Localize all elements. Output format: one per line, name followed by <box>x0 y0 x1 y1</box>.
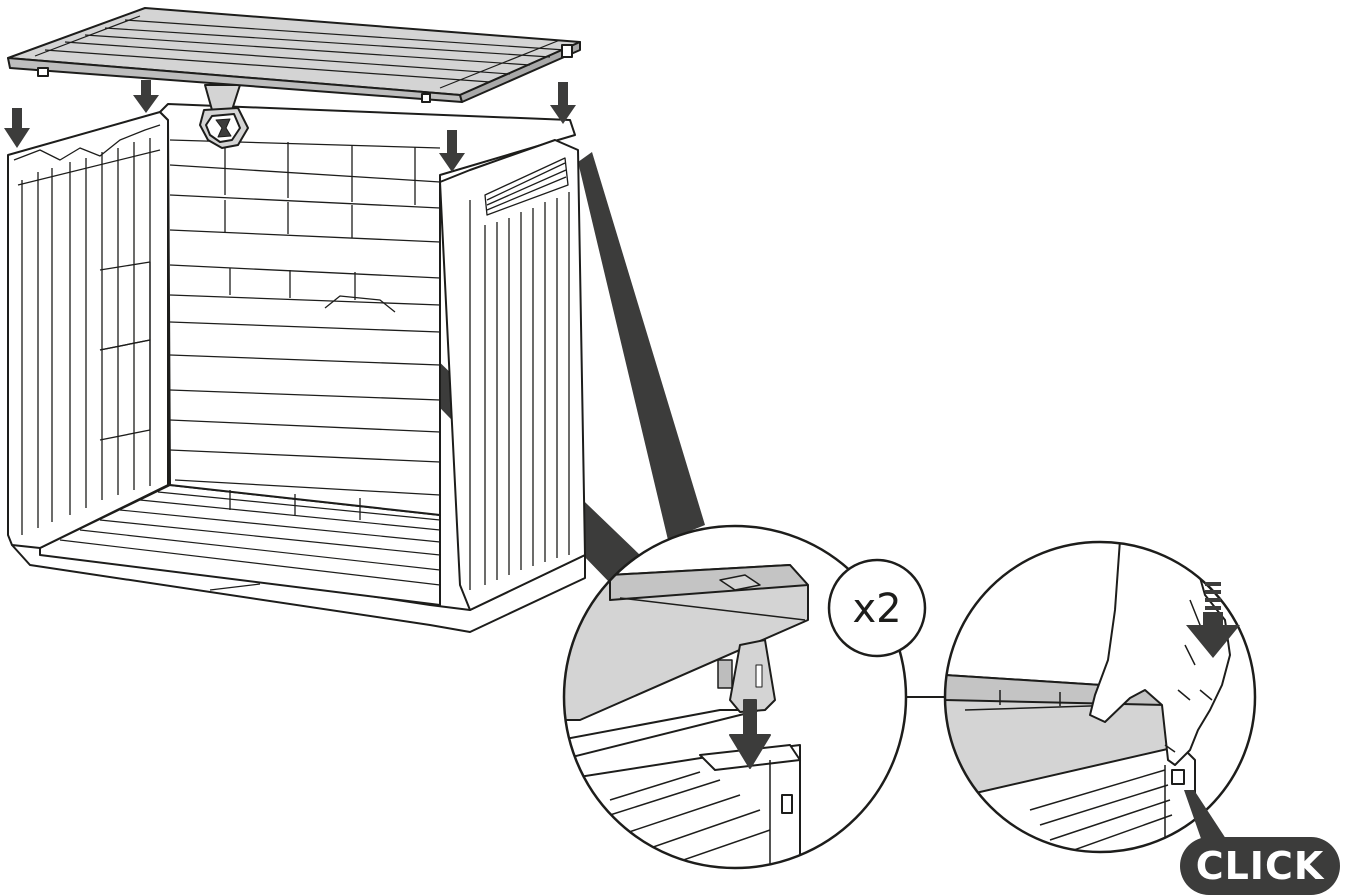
right-wall-vent <box>484 157 569 216</box>
shed-back-wall <box>159 103 576 516</box>
lid-clip-left <box>37 67 49 77</box>
click-callout-pointer <box>1184 790 1230 850</box>
zoom1-lid-top-face <box>609 564 809 601</box>
zoom2-vent-lines <box>1029 765 1173 852</box>
click-callout-bubble <box>1180 837 1340 895</box>
lid-clip-front <box>421 93 431 103</box>
back-wall-slats <box>169 139 441 520</box>
arrow-down-icon <box>4 108 30 148</box>
storage-shed <box>7 103 586 633</box>
zoom1-latch-window <box>781 794 793 814</box>
multiplier-badge-circle <box>827 558 927 658</box>
arrow-down-icon <box>550 82 576 124</box>
zoom-wedge-right <box>578 152 705 540</box>
press-arrows <box>4 80 576 172</box>
zoom1-clip-tab <box>729 639 776 713</box>
zoom2-latch <box>1171 769 1185 785</box>
arrow-down-icon <box>729 699 771 769</box>
arrow-down-icon <box>133 80 159 113</box>
left-wall-ribs <box>13 124 161 535</box>
zoom-circle-press-border <box>943 540 1257 854</box>
floor-slats <box>59 491 441 591</box>
hand-illustration <box>1089 542 1231 766</box>
lid-clip-right <box>561 44 573 58</box>
shed-left-wall <box>7 111 169 549</box>
press-indicator <box>1186 582 1240 658</box>
lid-slats <box>34 15 566 89</box>
arrow-down-icon <box>1186 612 1240 658</box>
zoom-circle-press <box>943 540 1257 854</box>
shed-right-wall <box>439 139 586 611</box>
right-wall-ribs <box>469 192 570 590</box>
click-callout: CLICK <box>1180 790 1340 895</box>
lid-handle <box>199 84 249 149</box>
motion-lines-icon <box>1205 582 1221 610</box>
multiplier-label: x2 <box>852 586 901 632</box>
shed-lid <box>7 7 581 103</box>
click-label: CLICK <box>1196 844 1325 888</box>
arrow-down-icon <box>439 130 465 172</box>
multiplier-badge: x2 <box>827 558 927 658</box>
